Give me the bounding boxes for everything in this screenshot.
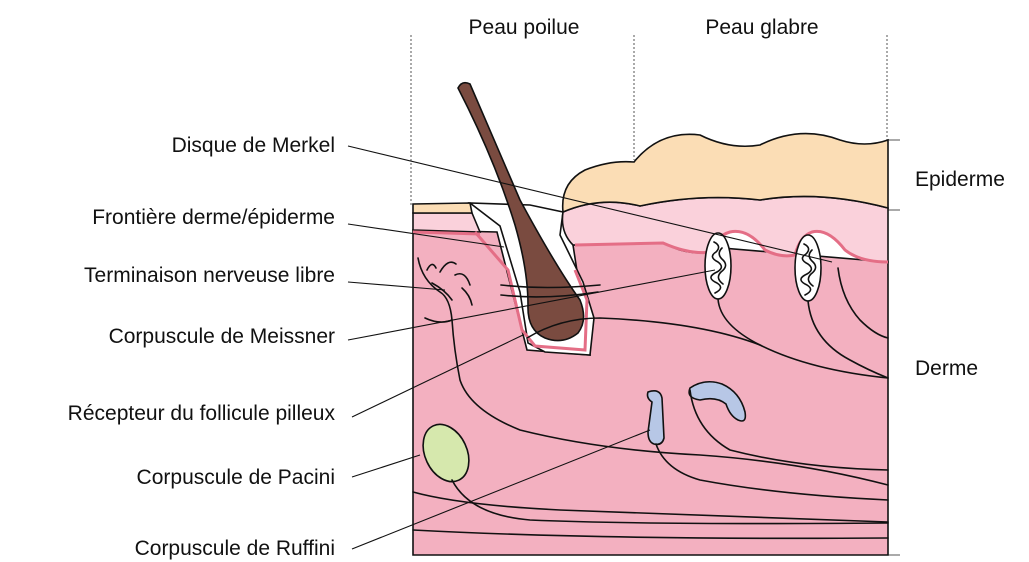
label-merkel-disc: Disque de Merkel (172, 134, 335, 157)
header-glabrous-skin: Peau glabre (705, 16, 818, 39)
hairy-stratum-corneum (413, 203, 472, 213)
label-ruffini-corpuscle: Corpuscule de Ruffini (135, 537, 335, 560)
ruffini-corpuscle-vertical (648, 391, 665, 445)
label-free-nerve-ending: Terminaison nerveuse libre (84, 264, 335, 287)
label-hair-follicle-receptor: Récepteur du follicule pilleux (68, 402, 336, 425)
hairy-epidermis (413, 213, 480, 232)
hairy-boundary-line (413, 232, 480, 234)
label-pacini-corpuscle: Corpuscule de Pacini (137, 466, 335, 489)
label-dermis: Derme (915, 357, 978, 380)
label-dermo-epidermal-boundary: Frontière derme/épiderme (92, 206, 335, 229)
layer-ticks (887, 140, 900, 555)
header-hairy-skin: Peau poilue (469, 16, 580, 39)
label-meissner-corpuscle: Corpuscule de Meissner (109, 325, 335, 348)
meissner-corpuscle-right (795, 235, 821, 301)
meissner-corpuscle-left (705, 233, 731, 299)
label-epidermis: Epiderme (915, 168, 1005, 191)
